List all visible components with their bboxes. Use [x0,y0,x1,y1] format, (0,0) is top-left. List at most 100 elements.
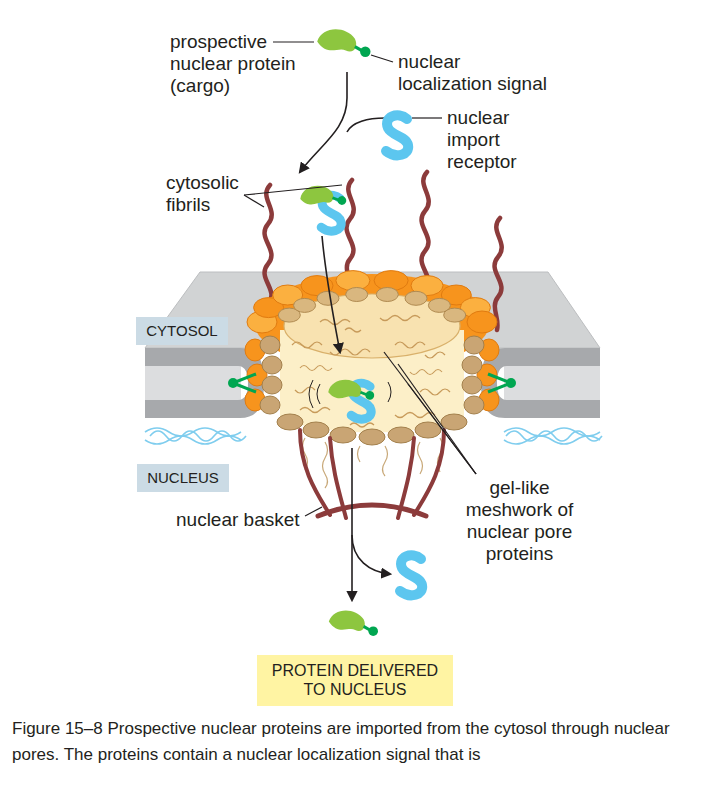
transport-arrow [300,72,347,172]
nuclear-pore-complex [467,311,497,333]
leader-line [244,195,264,207]
nuclear-pore-complex [376,288,398,302]
pore-meshwork [345,328,361,332]
nuclear-envelope [145,366,241,400]
import-receptor [386,115,408,155]
transport-arrow [351,448,353,600]
nuclear-pore-complex [262,376,282,394]
pore-meshwork [418,442,423,474]
node-text: NUCLEUS [147,469,219,487]
part-label: nuclear localization signal [398,51,553,95]
cargo-protein [329,610,378,636]
nuclear-pore-complex [359,429,385,445]
nuclear-pore-complex [245,271,499,445]
pore-meshwork [295,387,315,393]
nuclear-pore-complex [388,427,414,443]
nuclear-pore-complex [247,271,497,333]
nuclear-pore-complex [260,336,280,354]
leader-line [398,364,476,474]
motion-mark [309,380,391,408]
region-label-box: CYTOSOL [136,317,228,345]
nuclear-envelope [145,348,264,418]
nuclear-pore-complex [462,356,482,374]
leader-line [305,507,322,516]
nuclear-pore-complex [294,298,316,312]
import-receptor [400,555,422,595]
node-text: CYTOSOL [146,322,217,340]
nuclear-lamina [150,431,246,441]
cargo-protein [317,29,370,57]
nuclear-pore-complex [262,356,282,374]
import-receptor [400,555,422,595]
pore-meshwork [383,446,388,476]
nuclear-pore-complex [464,396,484,414]
figure-caption: Figure 15–8 Prospective nuclear proteins… [12,716,715,768]
nuclear-lamina [145,428,602,444]
cargo-protein [329,610,378,636]
pore-meshwork [425,352,445,358]
nuclear-pore-complex [462,376,482,394]
nuclear-envelope [145,272,600,418]
nuclear-basket [300,430,330,515]
leader-line [384,352,476,474]
motion-mark [388,382,391,402]
pore-meshwork [395,413,435,418]
transport-arrow [347,118,385,132]
nuclear-basket [300,430,444,518]
nuclear-pore-complex [317,291,339,305]
cargo-receptor-complex [327,376,375,405]
nuclear-pore-complex [441,414,467,430]
nuclear-pore-complex [277,414,303,430]
pore-meshwork [410,370,442,375]
pore-meshwork [395,342,425,348]
cytosolic-fibril [495,218,502,330]
result-box: PROTEIN DELIVERED TO NUCLEUS [257,655,453,706]
nuclear-pore-complex [405,291,427,305]
transport-arrow [300,72,390,600]
nuclear-pore-complex [260,336,484,445]
membrane-anchor [228,378,238,388]
node-text: PROTEIN DELIVERED TO NUCLEUS [266,661,444,699]
nuclear-envelope [481,348,600,418]
nuclear-pore-complex [444,308,466,322]
pore-meshwork [292,342,322,348]
pore-meshwork [292,316,450,489]
pore-meshwork [300,408,330,413]
transport-arrow [352,535,390,574]
nuclear-pore-complex [464,336,484,354]
nuclear-pore-complex [245,339,499,411]
nuclear-pore-complex [284,294,460,358]
import-receptor [386,115,408,155]
part-label: prospective nuclear protein (cargo) [170,31,305,97]
leader-line [412,117,442,118]
pore-meshwork [420,389,450,395]
region-label-box: NUCLEUS [137,464,229,492]
nuclear-envelope [504,366,600,400]
part-label: nuclear basket [176,509,346,531]
pore-meshwork [300,366,332,371]
nuclear-pore-complex [303,422,329,438]
leader-line [244,42,476,516]
nuclear-pore-complex [346,288,368,302]
part-label: gel-like meshwork of nuclear pore protei… [462,477,577,565]
nuclear-pore-complex [330,427,356,443]
nuclear-pore-complex [278,288,465,323]
leader-line [371,55,393,62]
motion-mark [317,384,320,404]
pore-meshwork [358,446,361,462]
membrane-anchor [506,378,516,388]
cytosolic-fibril [422,172,429,290]
nuclear-lamina [145,436,241,444]
nuclear-lamina [506,431,602,441]
cargo-receptor-complex [327,376,375,419]
leader-line [244,185,342,195]
nuclear-pore-complex [260,396,280,414]
leader-line [408,384,476,474]
nuclear-lamina [504,436,600,444]
pore-meshwork [330,349,370,355]
part-label: cytosolic fibrils [166,172,261,216]
nuclear-basket [414,430,444,515]
motion-mark [309,380,313,408]
cargo-protein [317,29,370,57]
pore-meshwork [380,316,420,321]
